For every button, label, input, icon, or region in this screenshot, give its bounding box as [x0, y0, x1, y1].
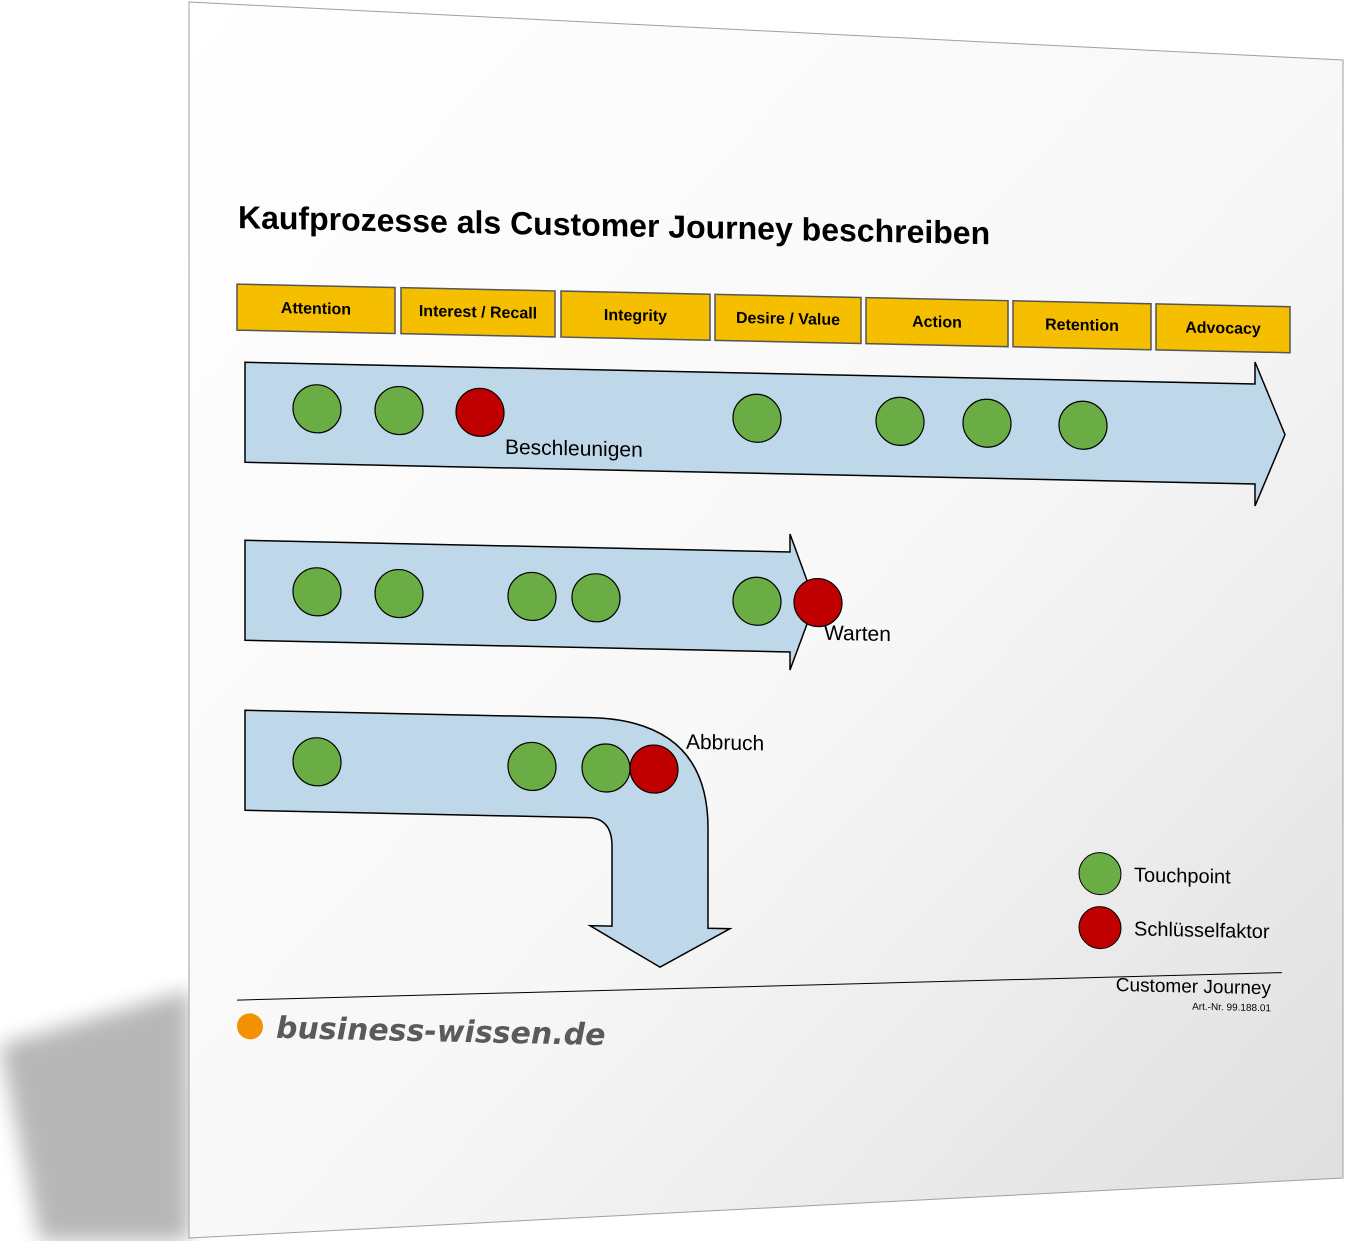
stage-label: Attention: [281, 300, 351, 319]
brand-name: business-wissen.de: [276, 1011, 605, 1053]
touchpoint-dot: [374, 385, 424, 436]
stage-4: Desire / Value: [714, 293, 862, 345]
key-factor-dot: [455, 387, 505, 437]
brand-logo: business-wissen.de: [237, 1011, 605, 1053]
stage-box: [400, 286, 556, 338]
touchpoint-dot: [875, 396, 925, 446]
stage-label: Integrity: [604, 307, 667, 325]
touchpoint-dot: [571, 573, 621, 623]
touchpoint-dot: [507, 741, 557, 792]
touchpoint-dot: [292, 567, 342, 617]
stage-header: Attention Interest / Recall Integrity Desir…: [236, 283, 1291, 354]
legend: Touchpoint Schlüsselfaktor: [1078, 852, 1270, 950]
page-content: Kaufprozesse als Customer Journey beschr…: [236, 199, 1291, 1053]
stage-2: Interest / Recall: [400, 286, 556, 338]
stage-3: Integrity: [560, 290, 711, 342]
annotation-abort: Abbruch: [686, 731, 764, 756]
stage-label: Advocacy: [1185, 319, 1261, 338]
stage-5: Action: [865, 296, 1009, 348]
journey-dots: [292, 384, 1108, 794]
stage-box: [714, 293, 862, 345]
stage-box: [236, 283, 396, 335]
touchpoint-dot: [292, 737, 342, 787]
stage-1: Attention: [236, 283, 396, 335]
stage-box: [865, 296, 1009, 348]
legend-touchpoint-icon: [1078, 852, 1122, 896]
key-factor-dot: [793, 577, 843, 628]
stage-box: [1155, 303, 1291, 354]
brand-dot-icon: [237, 1013, 263, 1040]
page-shadow: [0, 990, 190, 1241]
stage-label: Retention: [1045, 316, 1119, 335]
stage-label: Interest / Recall: [419, 303, 537, 323]
footer-divider: [236, 972, 1283, 1001]
stage-label: Action: [912, 314, 962, 332]
stage-box: [560, 290, 711, 342]
touchpoint-dot: [581, 743, 631, 793]
touchpoint-dot: [374, 568, 424, 619]
legend-key-factor-label: Schlüsselfaktor: [1134, 918, 1270, 943]
touchpoint-dot: [732, 576, 782, 626]
annotation-wait: Warten: [824, 622, 891, 646]
stage-label: Desire / Value: [736, 310, 840, 329]
touchpoint-dot: [292, 384, 342, 434]
touchpoint-dot: [1058, 400, 1108, 450]
footer-title: Customer Journey: [1116, 975, 1272, 999]
touchpoint-dot: [507, 571, 557, 622]
touchpoint-dot: [962, 398, 1012, 448]
stage-6: Retention: [1012, 300, 1152, 351]
annotation-accelerate: Beschleunigen: [505, 436, 643, 462]
touchpoint-dot: [732, 393, 782, 443]
stage-box: [1012, 300, 1152, 351]
article-number: Art.-Nr. 99.188.01: [1192, 1002, 1271, 1015]
legend-touchpoint-label: Touchpoint: [1134, 864, 1231, 888]
legend-key-factor-icon: [1078, 906, 1122, 950]
stage-7: Advocacy: [1155, 303, 1291, 354]
key-factor-dot: [629, 744, 679, 794]
